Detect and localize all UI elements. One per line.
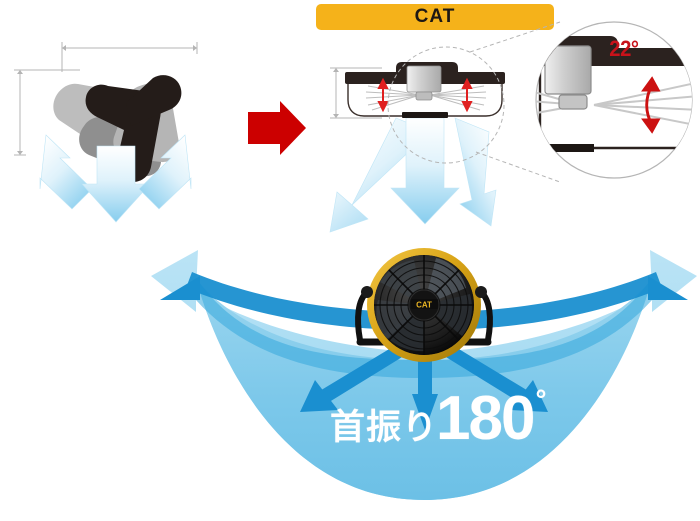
floor-fan: CAT [355,248,493,362]
before-diagram-group [14,42,198,223]
air-arrow-left [39,134,93,210]
dimension-lines [14,42,198,156]
air-spread-right [454,117,497,227]
oscillation-hero-group: CAT [151,248,697,500]
cat-banner [316,4,554,30]
magnified-detail [535,21,693,179]
double-arrow-vertical-icon [377,77,473,113]
air-arrow-right [138,134,192,210]
air-arrow-center [81,145,151,223]
dimension-line-height [330,67,382,119]
after-diagram-group [329,21,693,233]
fan-cat-logo: CAT [416,301,432,310]
fan-cross-section [345,62,505,118]
magnifier-circle-icon [387,21,561,183]
arrow-right-icon [248,101,306,155]
tilt-angle-arrow [641,76,661,134]
air-spread-center [390,117,460,225]
fan-head-current [85,75,182,182]
